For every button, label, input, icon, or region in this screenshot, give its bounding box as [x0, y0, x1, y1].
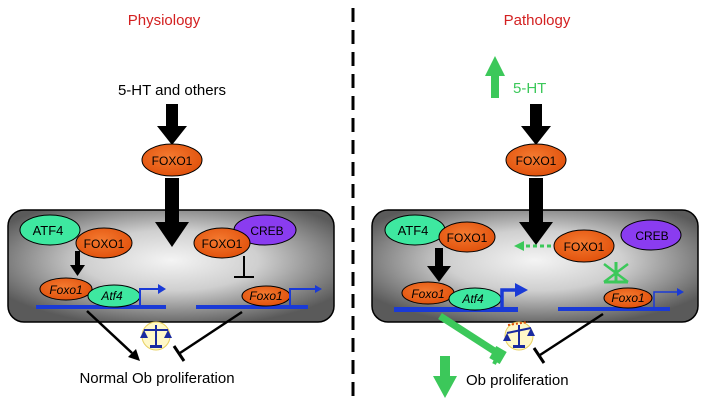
- foxo1-atf4-partner-label: FOXO1: [84, 237, 125, 251]
- pathology-panel: Pathology 5-HT FOXO1 ATF4 FOXO1: [371, 12, 699, 398]
- input-label-5ht-others: 5-HT and others: [118, 82, 226, 99]
- inhibition-green-atf4-pathway: [438, 313, 507, 365]
- foxo1-atf4-partner-right: [438, 221, 496, 253]
- gene-atf4-label: Atf4: [100, 289, 123, 303]
- dna-strand-right: [196, 305, 308, 309]
- balance-scale-tilted-icon: [503, 321, 535, 351]
- foxo1-cytoplasm-node: [141, 143, 203, 177]
- dna-strand-left: [36, 305, 166, 309]
- gene-foxo1-right-right: [603, 287, 653, 309]
- physiology-panel: Physiology 5-HT and others FOXO1 ATF4 FO…: [7, 12, 335, 387]
- physiology-title: Physiology: [128, 12, 201, 29]
- inhibition-creb: [234, 256, 254, 278]
- arrow-atf4-to-gene-right: [427, 248, 451, 282]
- gene-foxo1-left-label-right: Foxo1: [411, 287, 444, 301]
- dna-strand-right-right: [558, 307, 670, 311]
- blocked-inhibition-icon: [603, 262, 629, 284]
- promoter-arrow-atf4: [139, 284, 166, 306]
- translocation-arrow-green: [514, 241, 551, 251]
- balance-scale-icon: [140, 321, 172, 351]
- arrow-atf4-to-gene: [70, 251, 85, 276]
- output-ob-proliferation: Ob proliferation: [466, 372, 569, 389]
- foxo1-free-right: [553, 229, 615, 263]
- atf4-label: ATF4: [33, 223, 64, 238]
- gene-foxo1-left-label: Foxo1: [49, 283, 82, 297]
- creb-protein-right: [620, 219, 682, 251]
- creb-label-right: CREB: [635, 229, 668, 243]
- foxo1-free-label-right: FOXO1: [564, 240, 605, 254]
- promoter-arrow-foxo1: [289, 285, 322, 305]
- gene-foxo1-right-label: Foxo1: [249, 289, 282, 303]
- gene-foxo1-right-label-right: Foxo1: [611, 291, 644, 305]
- promoter-arrow-foxo1-right: [653, 288, 684, 307]
- foxo1-creb-partner: [193, 227, 251, 259]
- foxo1-creb-partner-label: FOXO1: [202, 237, 243, 251]
- foxo1-atf4-partner-label-right: FOXO1: [447, 231, 488, 245]
- inhibition-foxo1-to-proliferation: [172, 310, 243, 362]
- foxo1-atf4-partner: [75, 227, 133, 259]
- arrow-5ht-to-foxo1: [157, 104, 187, 145]
- creb-label: CREB: [250, 224, 283, 238]
- arrow-5ht-to-foxo1-right: [521, 104, 551, 145]
- input-label-5ht: 5-HT: [513, 80, 546, 97]
- output-normal-ob-proliferation: Normal Ob proliferation: [79, 370, 234, 387]
- dna-strand-left-right: [394, 307, 518, 312]
- gene-atf4-label-right: Atf4: [461, 292, 484, 306]
- promoter-arrow-atf4-right: [500, 283, 528, 308]
- increase-arrow-icon: [485, 56, 505, 98]
- atf4-label-right: ATF4: [398, 223, 429, 238]
- atf4-protein: [19, 214, 81, 246]
- foxo1-cytoplasm-node-right: [505, 143, 567, 177]
- inhibition-foxo1-to-proliferation-right: [532, 312, 604, 364]
- arrow-atf4-to-proliferation: [86, 310, 140, 361]
- decrease-arrow-icon: [433, 356, 457, 398]
- foxo1-cytoplasm-label: FOXO1: [152, 154, 193, 168]
- foxo1-cytoplasm-label-right: FOXO1: [516, 154, 557, 168]
- gene-foxo1-left: [39, 277, 93, 301]
- pathology-title: Pathology: [504, 12, 571, 29]
